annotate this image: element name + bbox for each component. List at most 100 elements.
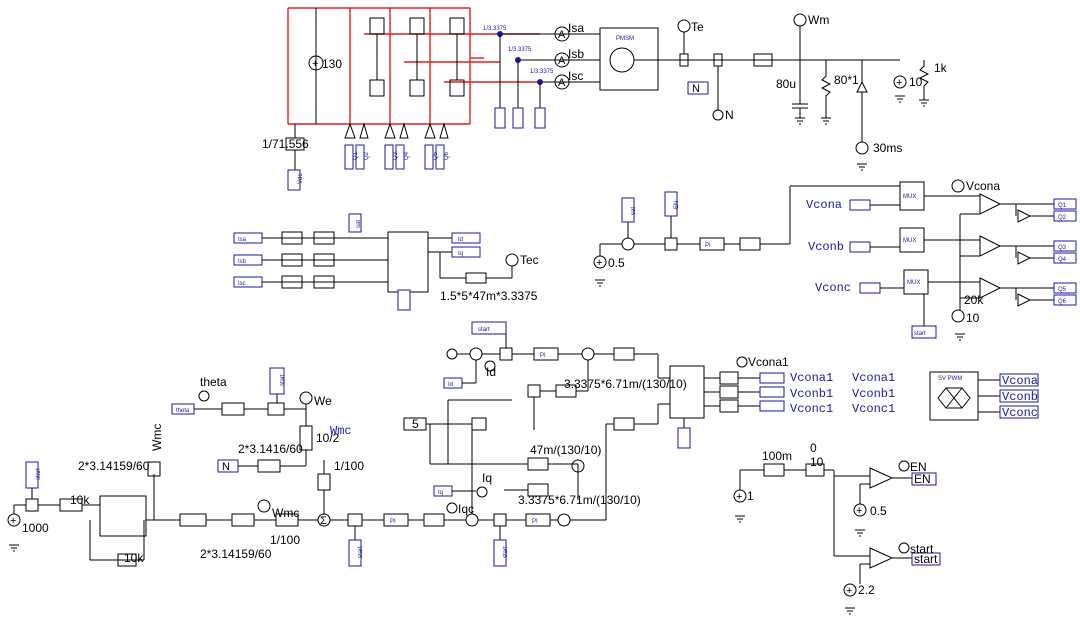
svpwm-out-a: Vcona bbox=[1002, 374, 1038, 388]
rpm-gain: 2*3.1416/60 bbox=[238, 442, 303, 456]
startup-start-probe: start bbox=[910, 542, 934, 556]
sense-gain-b: 1/3.3375 bbox=[508, 47, 532, 53]
cl-five: 5 bbox=[412, 417, 419, 431]
iq-probe-icon bbox=[476, 486, 488, 498]
abc-sat: sat bbox=[356, 220, 362, 228]
gate-label-q3: Q3 bbox=[393, 151, 399, 160]
svpwm-out-b: Vconb bbox=[1002, 390, 1038, 404]
pwm-out-q5: Q5 bbox=[1058, 287, 1067, 293]
abc-to-dq-block[interactable] bbox=[387, 231, 429, 293]
cl-iq-in: Iq bbox=[438, 490, 443, 496]
vcona-probe-label: Vcona bbox=[966, 179, 1000, 193]
dc-source-value: 130 bbox=[322, 57, 342, 71]
enable-pi: + 0.5 sat EN PI bbox=[593, 185, 900, 270]
vconb-label: Vconb bbox=[808, 240, 844, 254]
id-probe-icon bbox=[484, 360, 496, 372]
theta-label: theta bbox=[200, 375, 227, 389]
svg-text:+: + bbox=[596, 257, 602, 269]
theta-box: theta bbox=[176, 408, 190, 414]
dq-to-abc-block[interactable] bbox=[669, 365, 705, 419]
speed-loop: start + 1000 10k 2*3.14159/60 Wmc 10k Wm… bbox=[7, 424, 466, 567]
k-dec3: 3.3375*6.71m/(130/10) bbox=[518, 493, 641, 507]
startup-lim-lo: 0 bbox=[810, 441, 817, 455]
pwm-out-q4: Q4 bbox=[1058, 257, 1067, 263]
iqc-probe-icon bbox=[446, 502, 458, 514]
ground-symbols bbox=[9, 95, 965, 615]
abc-out-d: Id bbox=[458, 237, 463, 243]
vcona-probe-icon bbox=[951, 179, 965, 193]
speed-wmc-vert: Wmc bbox=[150, 424, 164, 451]
mux-3: MUX bbox=[907, 280, 920, 286]
startup-ref2: 2.2 bbox=[858, 583, 875, 597]
vdc-label-box bbox=[287, 169, 301, 191]
wmc-probe-icon bbox=[257, 499, 271, 513]
vconb1-label: Vconb1 bbox=[790, 387, 833, 401]
vcon-labels: Vcona1 Vconb1 Vconc1 bbox=[790, 371, 833, 416]
n-probe-label: N bbox=[725, 108, 734, 122]
cap-value: 80u bbox=[776, 77, 796, 91]
svg-text:Σ: Σ bbox=[320, 515, 327, 527]
speed-start1: start bbox=[36, 468, 42, 480]
res-value: 80*1 bbox=[834, 73, 859, 87]
theta-probe-icon bbox=[198, 390, 210, 402]
svg-text:A: A bbox=[558, 55, 566, 67]
torque-gain: 1.5*5*47m*3.3375 bbox=[440, 289, 538, 303]
speed-gain-100: 1/100 bbox=[270, 533, 300, 547]
en-ref: 0.5 bbox=[608, 256, 625, 270]
speed-conv-gain2: 2*3.14159/60 bbox=[200, 547, 272, 561]
speed-pi: PI bbox=[390, 519, 396, 525]
speed-gain-100b: 1/100 bbox=[334, 459, 364, 473]
tec-probe-icon bbox=[505, 253, 519, 267]
svg-text:+: + bbox=[312, 58, 318, 70]
carrier-icon bbox=[951, 309, 965, 323]
ammeter-b-icon bbox=[554, 52, 570, 68]
step-time: 30ms bbox=[873, 141, 902, 155]
isb-label: Isb bbox=[568, 47, 584, 61]
vcona-label: Vcona bbox=[806, 198, 842, 212]
r1k-value: 1k bbox=[934, 61, 948, 75]
abc-dq-block: Isa Isb Isc sat Id Iq Tec 1.5*5*47m*3.33… bbox=[233, 213, 539, 311]
pole-gain: 10/2 bbox=[316, 431, 340, 445]
vconc-label: Vconc bbox=[815, 281, 851, 295]
startup-ref1: 0.5 bbox=[870, 504, 887, 518]
ammeter-c-icon bbox=[554, 74, 570, 90]
wm-probe-icon bbox=[793, 13, 807, 27]
we-label: We bbox=[314, 394, 332, 408]
pwm-start: start bbox=[914, 331, 926, 337]
gate-label-q2: Q2 bbox=[364, 151, 370, 160]
svg-text:A: A bbox=[558, 29, 566, 41]
theta-block: theta theta start We 10/2 2*3.1416/60 N bbox=[171, 367, 340, 473]
abc-in-c: Isc bbox=[238, 281, 246, 287]
iq-probe-label: Iq bbox=[482, 471, 492, 485]
pwm-out-q2: Q2 bbox=[1058, 215, 1067, 221]
isa-label: Isa bbox=[568, 21, 584, 35]
gate-label-q1: Q1 bbox=[353, 151, 359, 160]
abc-in-a: Isa bbox=[238, 237, 247, 243]
svpwm-in-b: Vconb1 bbox=[852, 387, 895, 401]
pmsm-block[interactable] bbox=[599, 27, 659, 91]
mux-2: MUX bbox=[903, 238, 916, 244]
carrier-amp: 10 bbox=[966, 311, 980, 325]
gate-label-q4: Q4 bbox=[404, 151, 410, 160]
en-en: EN bbox=[674, 201, 680, 209]
vdc-label: Vdc bbox=[298, 174, 304, 184]
pwm-out-q3: Q3 bbox=[1058, 245, 1067, 251]
speed-lim-b: 10k bbox=[124, 551, 144, 565]
k-dec2: 47m/(130/10) bbox=[530, 443, 601, 457]
step-source-icon bbox=[855, 141, 869, 155]
svg-text:+: + bbox=[856, 505, 862, 517]
theta-start: start bbox=[280, 374, 286, 386]
power-stage: + 130 Q1 Q bbox=[262, 7, 948, 191]
svpwm-in-c: Vconc1 bbox=[852, 402, 895, 416]
speed-wmc-probe: Wmc bbox=[272, 506, 299, 520]
carrier-freq: 20k bbox=[964, 293, 984, 307]
vconc1-label: Vconc1 bbox=[790, 402, 833, 416]
cl-wmc: Wmc bbox=[330, 424, 352, 438]
gate-drivers: Q1 Q2 Q3 Q4 Q5 Q6 bbox=[344, 122, 450, 170]
svg-text:+: + bbox=[896, 77, 902, 89]
speed-conv-gain: 2*3.14159/60 bbox=[78, 459, 150, 473]
we-probe-icon bbox=[299, 391, 313, 405]
mux-1: MUX bbox=[903, 194, 916, 200]
startup-en: EN bbox=[914, 472, 931, 486]
